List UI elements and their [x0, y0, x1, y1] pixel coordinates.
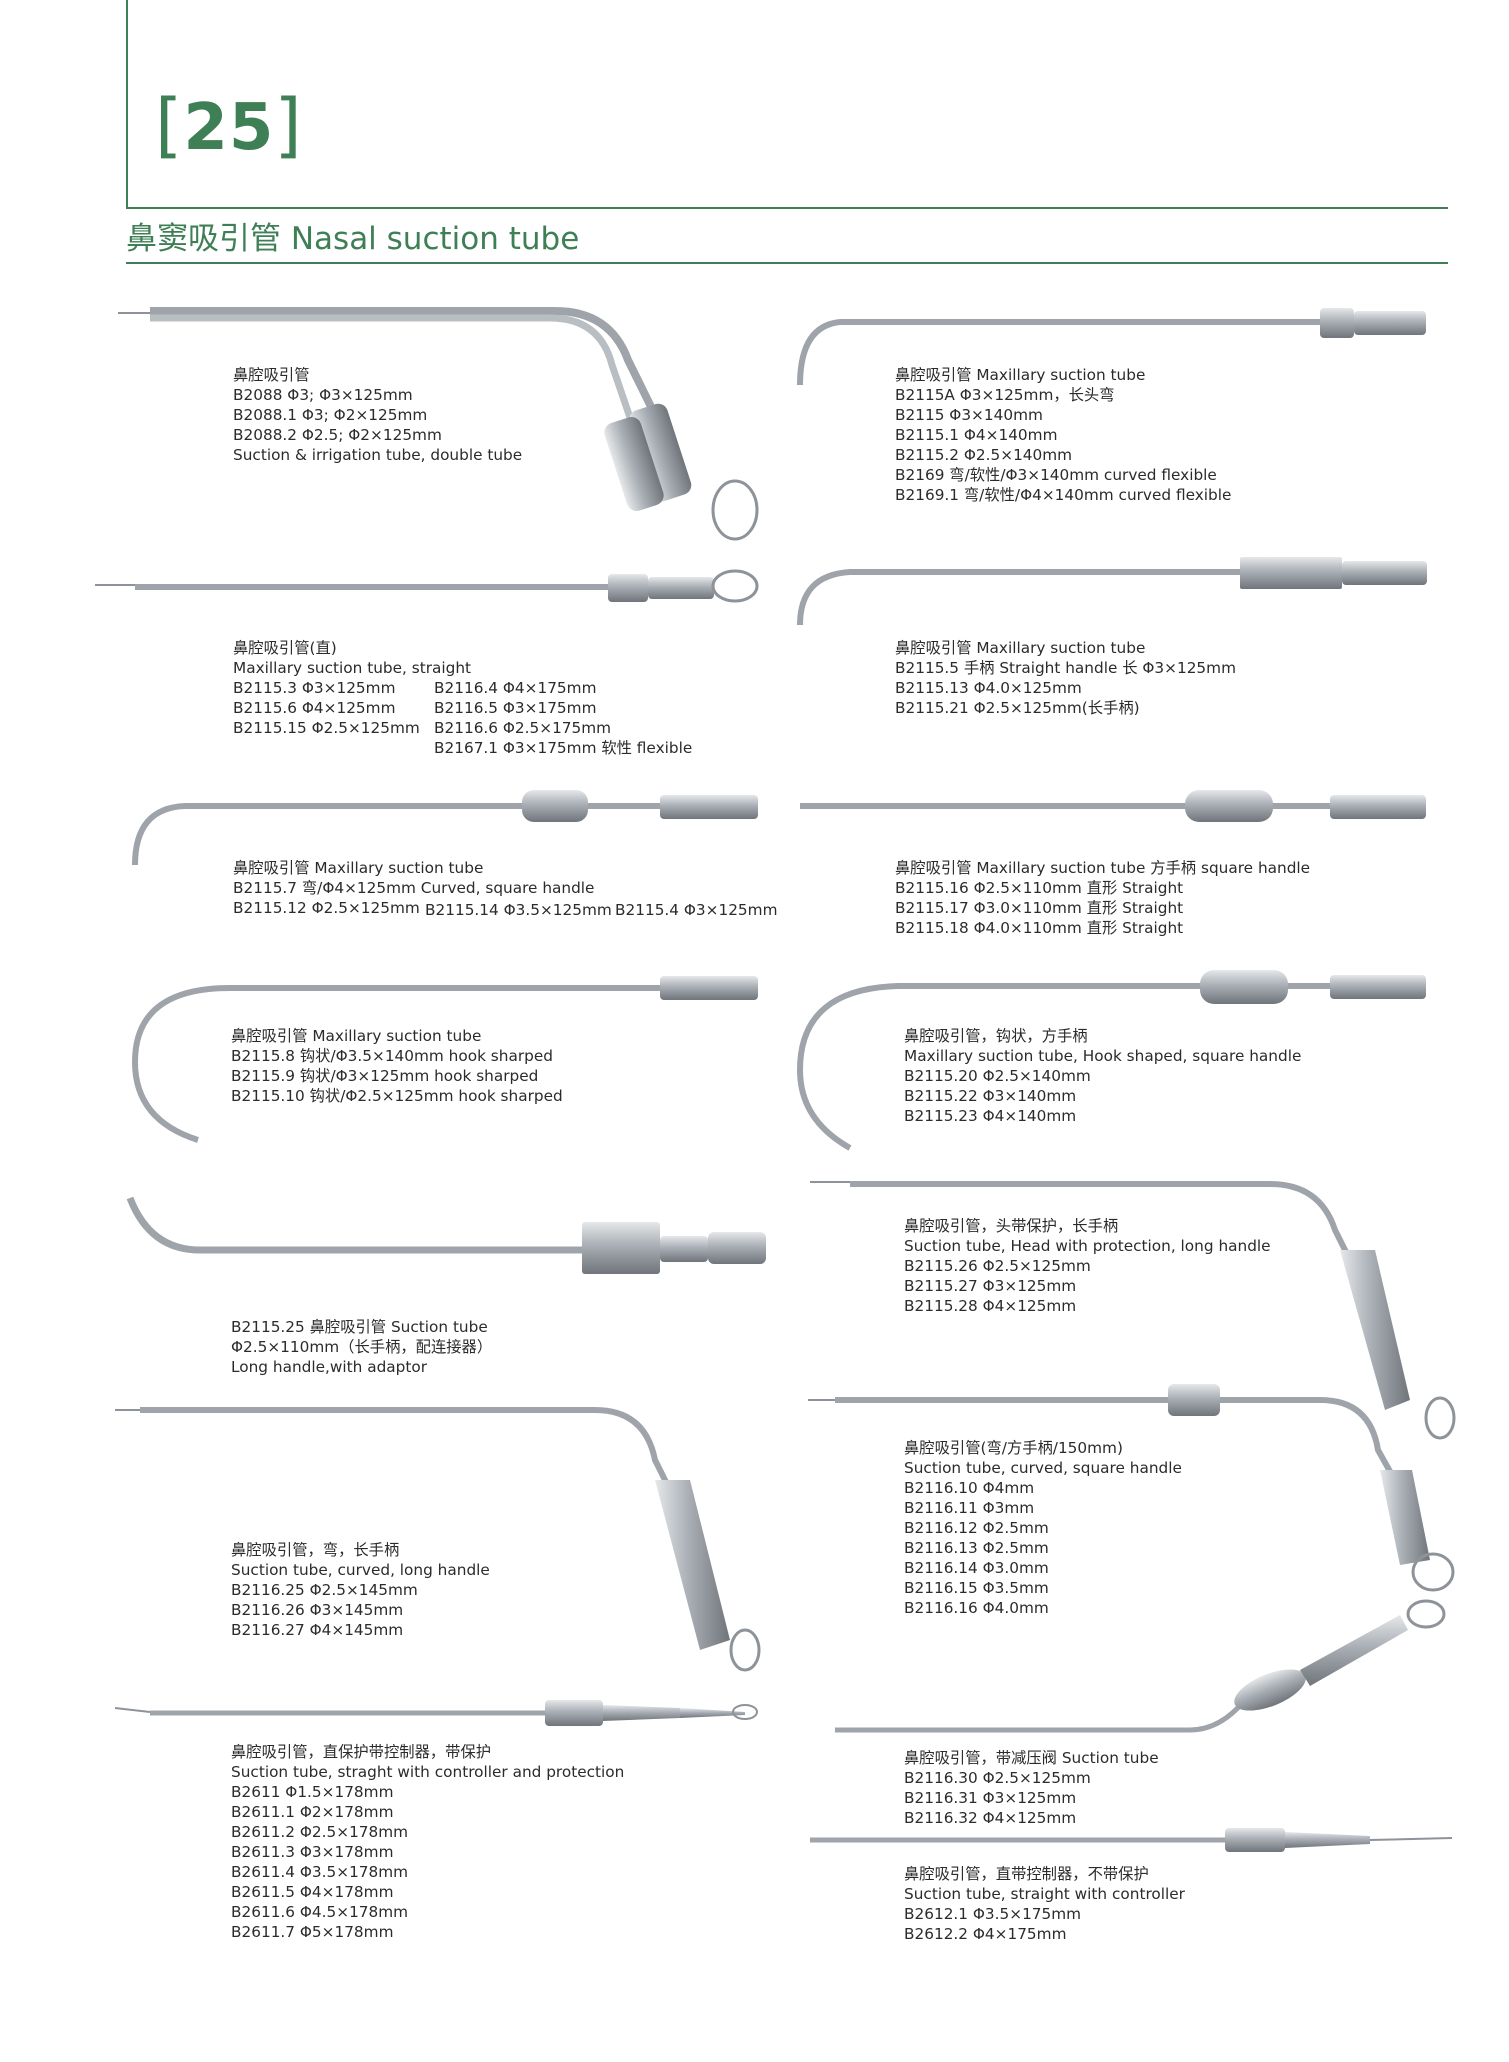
page-number: [25] — [155, 84, 303, 166]
product-b2115-14-line: B2115.14 Φ3.5×125mm — [425, 901, 612, 919]
product-b2115-12-line: B2115.12 Φ2.5×125mm — [233, 899, 420, 917]
instrument-b2115a — [797, 308, 1426, 386]
product-b2116-10-text: 鼻腔吸引管(弯/方手柄/150mm)Suction tube, curved, … — [904, 1439, 1182, 1617]
product-b2115-16-text: 鼻腔吸引管 Maxillary suction tube 方手柄 square … — [895, 859, 1311, 937]
instrument-b2115-25 — [126, 1196, 766, 1274]
instrument-b2088 — [118, 307, 759, 541]
instrument-b2115-5 — [797, 557, 1427, 626]
instrument-b2611 — [114, 1700, 758, 1726]
product-b2115-3-text: 鼻腔吸引管(直)Maxillary suction tube, straight — [233, 639, 472, 677]
header-rule-bottom — [126, 262, 1448, 264]
instrument-b2115-7 — [132, 790, 758, 866]
instrument-b2115-3 — [95, 569, 759, 603]
instrument-b2115-26 — [810, 1181, 1456, 1440]
page-title: 鼻窦吸引管 Nasal suction tube — [126, 221, 580, 257]
instrument-b2116-30 — [835, 1599, 1446, 1733]
instrument-b2116-25 — [115, 1407, 761, 1672]
instrument-b2612 — [810, 1828, 1453, 1852]
instrument-b2115-16 — [800, 790, 1426, 822]
vertical-rule — [126, 0, 128, 207]
instrument-b2116-10 — [808, 1384, 1455, 1592]
header-rule-top — [126, 207, 1448, 209]
instrument-b2115-8 — [131, 976, 758, 1143]
product-b2115-4-line: B2115.4 Φ3×125mm — [615, 901, 778, 919]
instrument-b2115-20 — [796, 970, 1426, 1151]
